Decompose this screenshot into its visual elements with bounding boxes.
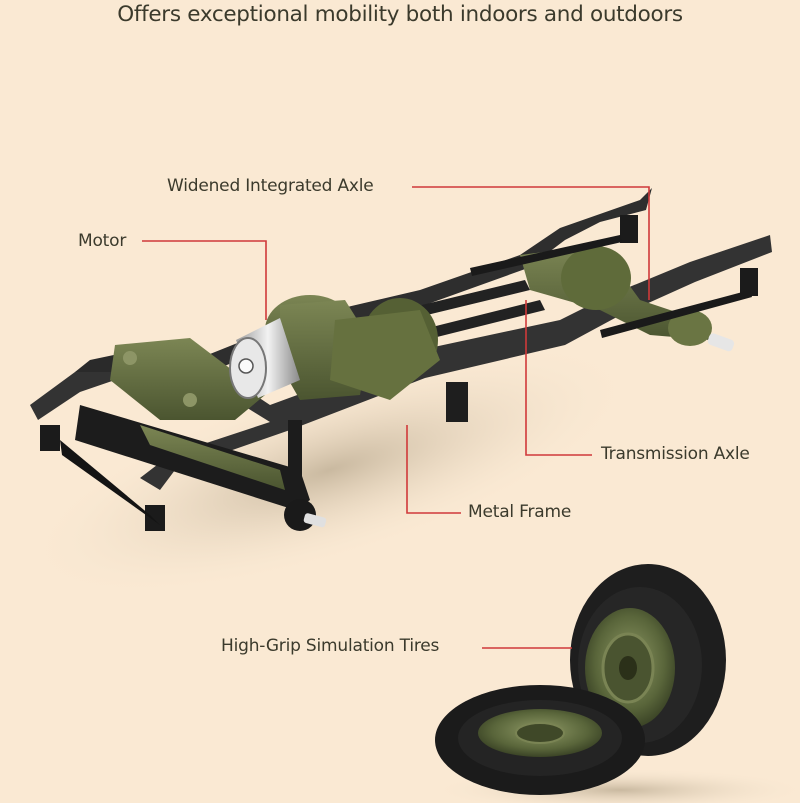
callout-frame: Metal Frame xyxy=(468,502,572,522)
callout-motor: Motor xyxy=(78,231,127,251)
leader-axle xyxy=(412,186,650,300)
rear-axle xyxy=(446,215,758,422)
leader-motor xyxy=(142,240,267,320)
callout-tires: High-Grip Simulation Tires xyxy=(221,636,440,656)
front-axle xyxy=(40,405,327,531)
tires-illustration xyxy=(435,564,726,795)
leader-transmission xyxy=(525,300,592,456)
page-headline: Offers exceptional mobility both indoors… xyxy=(117,2,683,27)
callout-axle: Widened Integrated Axle xyxy=(167,176,374,196)
callout-transmission: Transmission Axle xyxy=(601,444,750,464)
leader-lines xyxy=(142,186,650,649)
leader-frame xyxy=(406,425,461,514)
gearbox-and-motor xyxy=(229,295,440,400)
